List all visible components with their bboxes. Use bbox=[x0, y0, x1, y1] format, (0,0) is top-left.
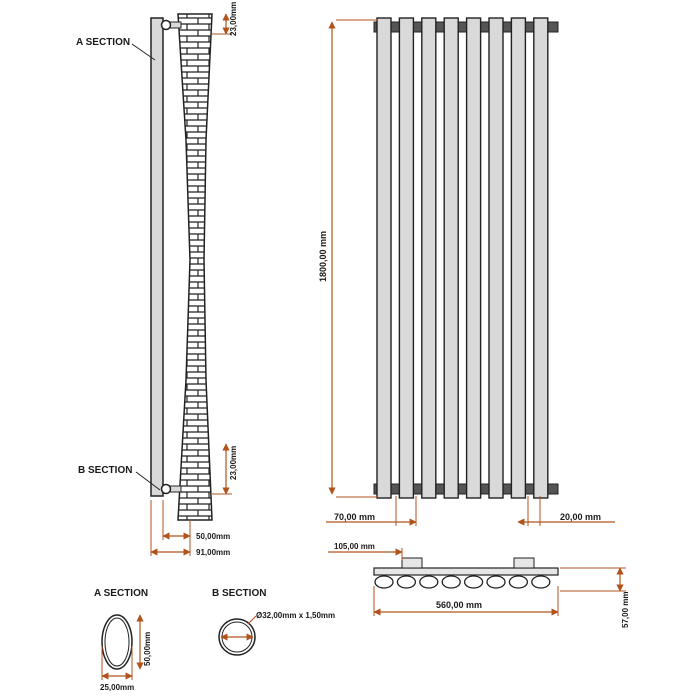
top-view-column bbox=[463, 575, 484, 589]
wall-gap-dim: 50,00mm bbox=[196, 532, 230, 541]
bracket-offset-dim: 105,00 mm bbox=[334, 542, 375, 551]
top-view-column bbox=[508, 575, 529, 589]
top-bracket-dim: 23,00mm bbox=[229, 2, 238, 36]
radiator-side-column bbox=[150, 17, 164, 497]
radiator-column bbox=[398, 17, 415, 499]
radiator-column bbox=[533, 17, 549, 499]
a-section-detail: A SECTION 50,00mm 25,00mm bbox=[94, 588, 152, 692]
b-section-side-label: B SECTION bbox=[78, 465, 132, 476]
brick-wall bbox=[177, 13, 213, 521]
top-view-column bbox=[396, 575, 417, 589]
wall-plate bbox=[373, 567, 559, 576]
oval-tube-inner bbox=[104, 617, 130, 667]
bottom-bracket-dim: 23,00mm bbox=[229, 446, 238, 480]
top-view: 105,00 mm 560,00 mm 57,00 mm bbox=[328, 542, 630, 628]
top-view-columns bbox=[374, 575, 551, 589]
top-view-bracket-right bbox=[513, 557, 535, 569]
height-dim: 1800,00 mm bbox=[318, 231, 328, 282]
oval-height-dim: 50,00mm bbox=[143, 632, 152, 666]
b-section-leader bbox=[135, 471, 161, 491]
total-depth-dim: 91,00mm bbox=[196, 548, 230, 557]
depth-dim: 57,00 mm bbox=[621, 592, 630, 628]
pipe-dim: Ø32,00mm x 1,50mm bbox=[256, 611, 335, 620]
radiator-column bbox=[421, 17, 437, 499]
b-section-detail: B SECTION Ø32,00mm x 1,50mm bbox=[212, 588, 335, 656]
b-section-detail-label: B SECTION bbox=[212, 588, 266, 599]
column-gap-dim: 20,00 mm bbox=[560, 512, 601, 522]
top-bracket-pipe bbox=[160, 19, 172, 31]
a-section-side-label: A SECTION bbox=[76, 37, 130, 48]
oval-width-dim: 25,00mm bbox=[100, 683, 134, 692]
radiator-column bbox=[510, 17, 527, 499]
top-view-column bbox=[419, 575, 439, 589]
top-view-column bbox=[486, 575, 506, 589]
oval-tube-outer bbox=[101, 614, 133, 670]
top-view-column bbox=[441, 575, 461, 589]
top-view-bracket-left bbox=[401, 557, 423, 569]
radiator-column bbox=[488, 17, 504, 499]
radiator-columns bbox=[376, 17, 549, 499]
radiator-column bbox=[376, 17, 392, 499]
side-view: A SECTION B SECTION 23,00mm 23,00mm 50,0… bbox=[76, 2, 238, 557]
a-section-leader bbox=[131, 43, 156, 61]
front-view: 1800,00 mm 70,00 mm 20,00 mm bbox=[318, 17, 615, 526]
radiator-column bbox=[443, 17, 459, 499]
top-view-column bbox=[374, 575, 394, 589]
column-spacing-dim: 70,00 mm bbox=[334, 512, 375, 522]
radiator-column bbox=[465, 17, 482, 499]
a-section-detail-label: A SECTION bbox=[94, 588, 148, 599]
bottom-bracket-pipe bbox=[160, 483, 172, 495]
top-view-column bbox=[531, 575, 551, 589]
width-dim: 560,00 mm bbox=[436, 600, 482, 610]
pipe-leader bbox=[247, 615, 257, 625]
